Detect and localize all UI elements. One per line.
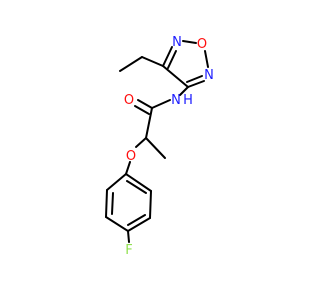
bond-carbonyl-c-o-double (134, 105, 150, 115)
molecule-structure: N O N N H O O F (105, 35, 214, 258)
atom-label-amide-nitrogen: N (171, 93, 181, 108)
atom-label-ring-nitrogen-top: N (172, 35, 182, 50)
bond-ring-nh (179, 86, 189, 96)
bond-nh-carbonyl-c (151, 99, 171, 109)
atom-label-ring-oxygen: O (197, 37, 207, 52)
bonds (105, 40, 209, 243)
bond-aryl-5 (149, 190, 152, 219)
bond-aryl-1 (106, 173, 127, 191)
bond-carbonyl-c-o (137, 99, 153, 109)
bond-ring-c3-c4 (162, 65, 189, 88)
bond-alpha-c-ether-o (135, 137, 147, 148)
bond-ring-o1-n2 (204, 50, 209, 68)
bond-ethyl-ch3-ch2 (119, 56, 143, 72)
bond-ring-n2-c3-double (186, 75, 203, 83)
atom-label-carbonyl-oxygen: O (124, 93, 134, 108)
bond-aryl-3 (105, 216, 129, 232)
atom-labels: N O N N H O O F (124, 35, 214, 258)
bond-carbonyl-c-alpha-c (145, 107, 153, 139)
bond-aryl-4 (127, 217, 151, 232)
bond-aryl-2 (105, 189, 108, 218)
bond-aryl-6-double (126, 180, 147, 194)
bond-aryl-4-double (127, 214, 146, 226)
bond-ethyl-ch2-ring (141, 56, 164, 67)
atom-label-ether-oxygen: O (126, 149, 136, 164)
bond-aryl-2-double (111, 192, 114, 215)
bond-ring-n2-c3 (187, 80, 205, 88)
bond-ring-c4-n5 (162, 46, 173, 67)
bond-ether-o-aryl (125, 161, 131, 175)
atom-label-amide-hydrogen: H (183, 93, 193, 108)
atom-label-fluorine: F (125, 243, 132, 258)
bond-aryl-6 (125, 173, 152, 192)
bond-ring-n5-o1 (182, 40, 197, 44)
bond-aryl-fluorine (127, 230, 130, 243)
bond-ring-c4-n5-double (167, 50, 177, 69)
atom-label-ring-nitrogen-right: N (204, 68, 214, 83)
bond-alpha-c-methyl (145, 137, 166, 159)
